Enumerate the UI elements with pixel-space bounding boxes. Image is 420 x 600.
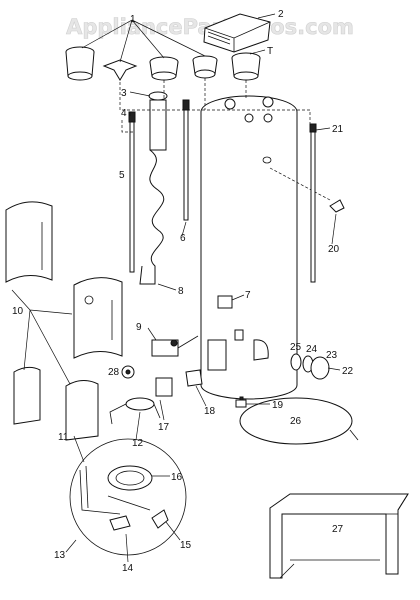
burner-detail: [69, 438, 187, 556]
callout-21: 21: [332, 124, 344, 135]
callout-25: 25: [290, 342, 302, 353]
anode-rod-right: [309, 123, 317, 283]
anode-rod: [128, 111, 136, 273]
callout-4: 4: [121, 108, 127, 119]
callout-24: 24: [306, 344, 318, 355]
clip-part: [329, 199, 345, 213]
gasket-rings: [290, 353, 330, 380]
leader-lines: [11, 13, 341, 563]
callout-1: 1: [130, 14, 136, 25]
callout-26: 26: [290, 416, 302, 427]
callout-8: 8: [178, 286, 184, 297]
callout-15: 15: [180, 540, 192, 551]
flue-baffle-group: [65, 13, 271, 81]
heater-stand: [269, 493, 409, 579]
callout-10: 10: [12, 306, 24, 317]
callout-16: 16: [171, 472, 183, 483]
callout-18: 18: [204, 406, 216, 417]
callout-3: 3: [121, 88, 127, 99]
callout-t: T: [267, 46, 273, 57]
burner-assembly: [109, 397, 161, 425]
callout-19: 19: [272, 400, 284, 411]
dip-tube: [182, 99, 190, 221]
callout-17: 17: [158, 422, 170, 433]
callout-22: 22: [342, 366, 354, 377]
callout-9: 9: [136, 322, 142, 333]
callout-2: 2: [278, 9, 284, 20]
drain-valve: [235, 396, 247, 408]
callout-13: 13: [54, 550, 66, 561]
bracket-18: [185, 369, 203, 387]
drain-pan: [239, 397, 353, 445]
callout-23: 23: [326, 350, 338, 361]
bracket-17: [155, 377, 173, 397]
outer-door-panels: [5, 201, 123, 441]
callout-labels: 1 2 T 3 4 5 6 7 8 9 10 11 12 13 14 15 16…: [12, 9, 354, 574]
callout-5: 5: [119, 170, 125, 181]
callout-20: 20: [328, 244, 340, 255]
control-knob: [121, 365, 135, 379]
callout-11: 11: [58, 432, 69, 443]
callout-12: 12: [132, 438, 144, 449]
flue-baffle: [139, 91, 168, 285]
callout-27: 27: [332, 524, 344, 535]
callout-14: 14: [122, 563, 134, 574]
callout-28: 28: [108, 367, 120, 378]
water-heater-tank: [200, 95, 298, 400]
callout-6: 6: [180, 233, 186, 244]
gas-control-valve: [151, 335, 199, 357]
callout-7: 7: [245, 290, 251, 301]
